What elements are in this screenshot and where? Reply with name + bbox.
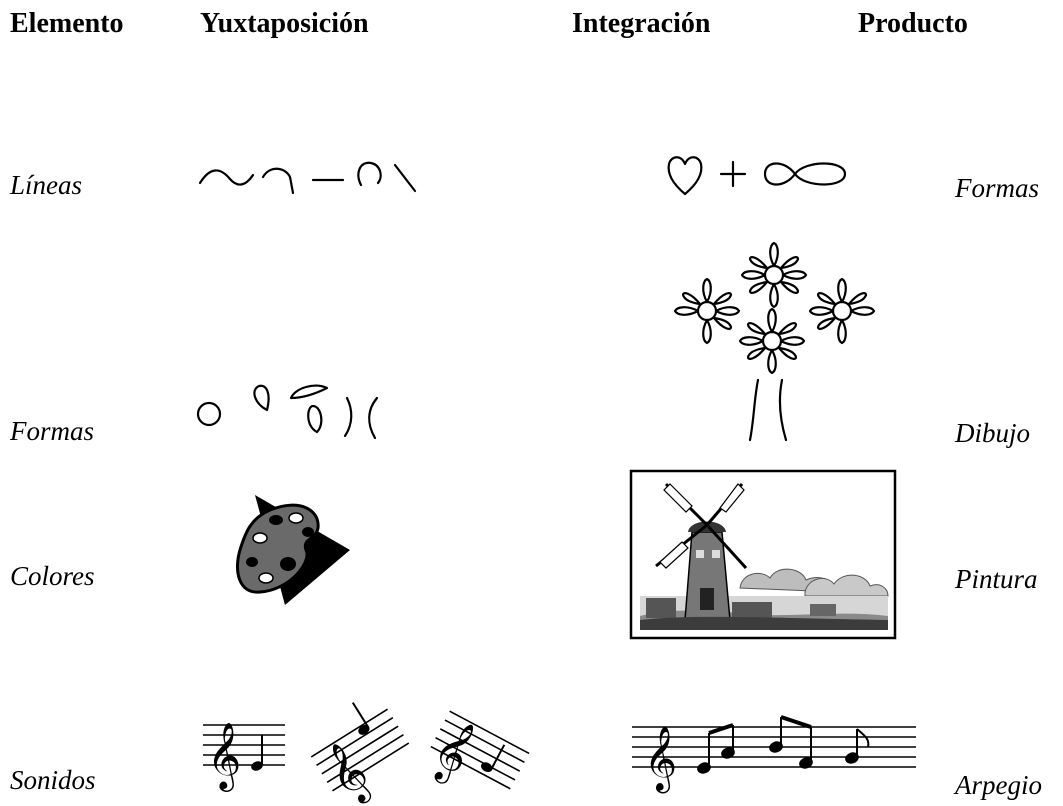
elemento-colores: Colores (10, 561, 95, 591)
flower-tree-icon (673, 241, 876, 442)
paint-palette-icon (236, 495, 350, 605)
shapes-juxtaposed-icon (196, 384, 379, 440)
windmill-painting-icon (629, 469, 897, 640)
staff-fragments-icon: 𝄞 𝄞 𝄞 (203, 702, 530, 806)
header-yuxtaposicion: Yuxtaposición (200, 8, 369, 39)
lines-juxtaposed-icon (198, 161, 417, 195)
header-integracion: Integración (572, 8, 711, 39)
elemento-formas: Formas (10, 416, 95, 446)
svg-text:𝄞: 𝄞 (422, 714, 483, 789)
elemento-lineas: Líneas (10, 170, 83, 200)
header-elemento: Elemento (10, 8, 124, 39)
header-producto: Producto (858, 8, 968, 39)
producto-dibujo: Dibujo (955, 418, 1031, 448)
producto-pintura: Pintura (955, 564, 1038, 594)
heart-plus-infinity-icon (667, 156, 847, 196)
producto-formas: Formas (955, 173, 1040, 203)
svg-text:𝄞: 𝄞 (644, 726, 677, 793)
arpeggio-staff-icon: 𝄞 (632, 715, 916, 793)
svg-text:𝄞: 𝄞 (207, 721, 241, 792)
producto-arpegio: Arpegio (955, 770, 1042, 800)
elemento-sonidos: Sonidos (10, 765, 96, 795)
